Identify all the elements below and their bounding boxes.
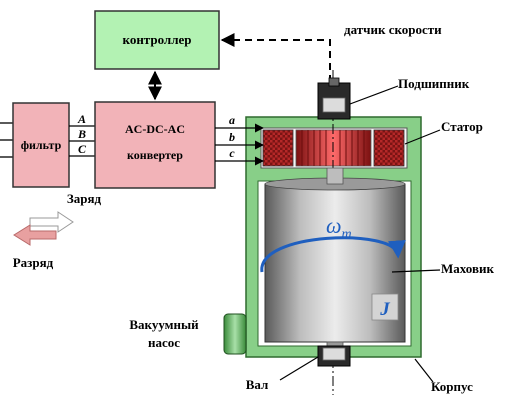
bottom-bearing (317, 341, 351, 367)
stator-label: Статор (441, 119, 483, 134)
phase-label-c: c (229, 146, 235, 160)
grid-input-lines (0, 122, 13, 158)
filter-label: фильтр (21, 138, 62, 152)
stator-assembly (260, 127, 408, 169)
bearing-label: Подшипник (398, 76, 470, 91)
phase-label-a: a (229, 113, 235, 127)
inertia-symbol: J (379, 299, 390, 320)
phase-label-A: A (77, 112, 86, 126)
top-bearing (317, 77, 351, 120)
three-phase-lines-out (215, 123, 264, 166)
flywheel-label: Маховик (441, 261, 494, 276)
inertia-badge (371, 293, 399, 321)
converter-block: AC-DC-AC конвертер (94, 101, 216, 189)
discharge-arrow (13, 224, 57, 246)
discharge-label: Разряд (13, 255, 54, 270)
vacuum-pump-label-line1: Вакуумный (129, 317, 199, 332)
vacuum-pump-label-line2: насос (148, 335, 180, 350)
controller-block: контроллер (94, 10, 220, 70)
charge-discharge-arrows (13, 211, 74, 246)
speed-sensor-dashed-line (220, 33, 331, 82)
phase-label-B: B (77, 127, 86, 141)
phase-label-b: b (229, 130, 235, 144)
vacuum-pump (223, 313, 247, 355)
charge-arrow (29, 211, 74, 233)
controller-label: контроллер (123, 32, 192, 47)
three-phase-lines-in (69, 125, 95, 157)
leader-lines (279, 85, 441, 383)
filter-block: фильтр (12, 102, 70, 188)
housing-label: Корпус (431, 379, 473, 394)
converter-label-line1: AC-DC-AC (125, 122, 185, 136)
phase-label-C: C (78, 142, 87, 156)
converter-label-line2: конвертер (127, 148, 183, 162)
omega-symbol: ωm (326, 213, 352, 242)
speed-sensor-label: датчик скорости (344, 22, 442, 37)
rotation-arrow (260, 236, 406, 273)
charge-label: Заряд (67, 191, 102, 206)
omega-subscript: m (342, 227, 352, 242)
shaft-label: Вал (246, 377, 269, 392)
